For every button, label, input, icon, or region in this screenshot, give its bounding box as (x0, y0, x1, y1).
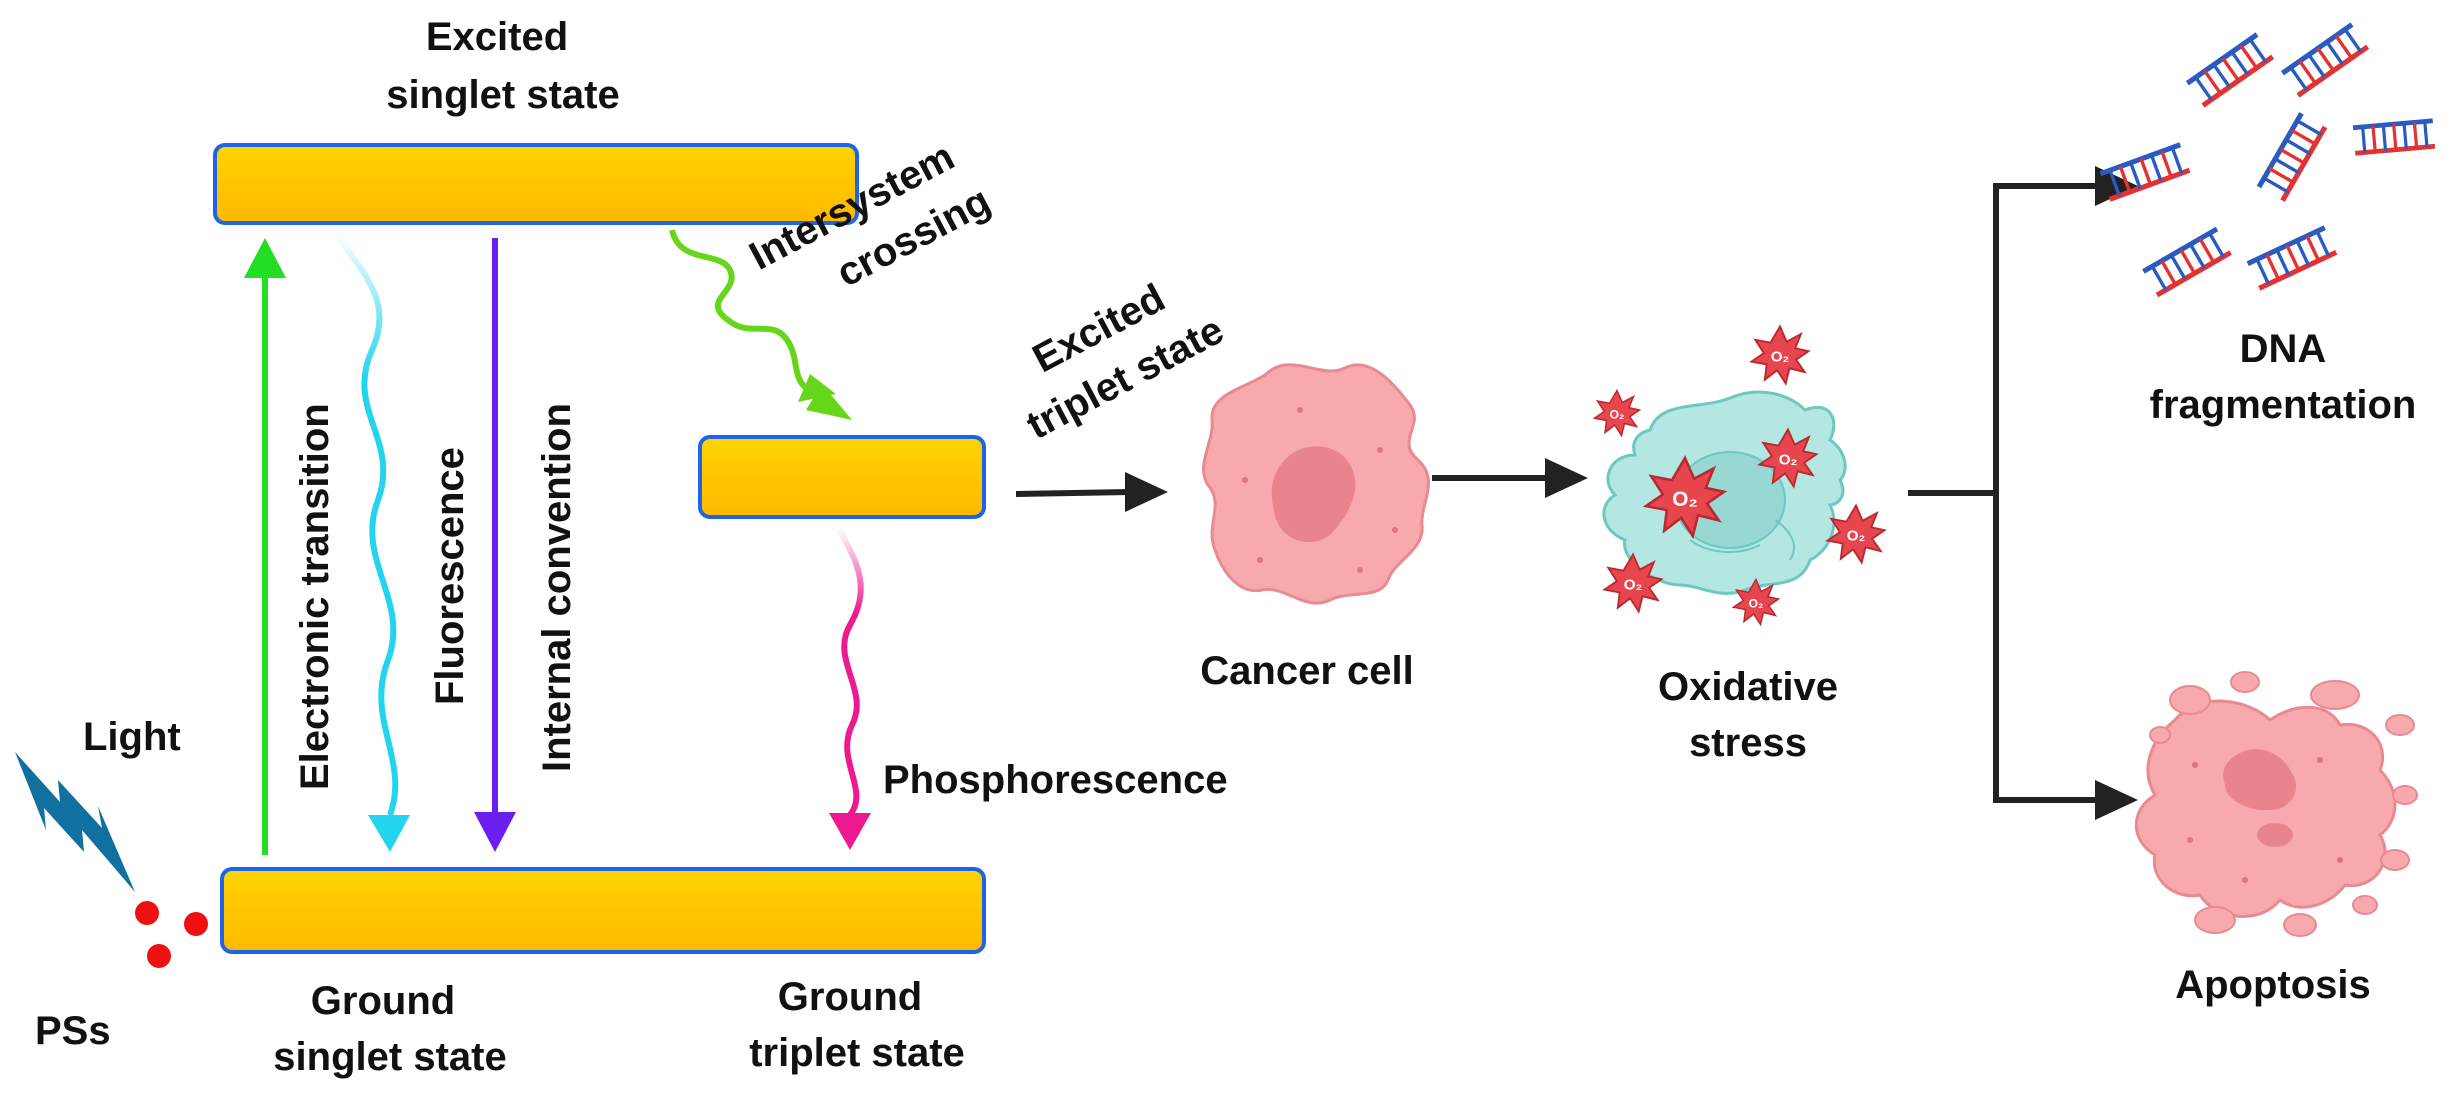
apoptotic-cell-icon (2134, 671, 2418, 937)
ground-singlet-label-line1: Ground (311, 979, 455, 1023)
pss-label: PSs (35, 1009, 111, 1053)
photosensitizer-dots (135, 901, 208, 968)
electronic-transition-label: Electronic transition (293, 403, 337, 790)
cancer-cell-label: Cancer cell (1200, 649, 1413, 693)
electronic-transition-arrow (244, 238, 286, 855)
ground-triplet-label-line1: Ground (778, 975, 922, 1019)
light-label: Light (83, 715, 181, 759)
apoptosis-label: Apoptosis (2175, 963, 2371, 1007)
ground-triplet-label-line2: triplet state (749, 1031, 965, 1075)
intersystem-crossing-arrow (669, 229, 852, 420)
excited-singlet-label-line1: Excited (426, 15, 568, 59)
oxidative-stress-label-line2: stress (1689, 721, 1807, 765)
lightning-icon (15, 752, 135, 892)
oxidative-stress-label-line1: Oxidative (1658, 665, 1838, 709)
dna-label-line1: DNA (2240, 327, 2327, 371)
fluorescence-label: Fluorescence (428, 447, 472, 705)
dna-fragment-icon (2100, 24, 2435, 295)
excited-singlet-label-line2: singlet state (386, 73, 619, 117)
cancer-cell-icon (1202, 363, 1430, 605)
dna-label-line2: fragmentation (2150, 383, 2417, 427)
ground-singlet-label-line2: singlet state (273, 1035, 506, 1079)
phosphorescence-label: Phosphorescence (883, 758, 1228, 802)
arrow-to-cancer-cell (1015, 472, 1168, 512)
arrow-to-oxidative-stress (1432, 458, 1588, 498)
internal-convention-arrow (474, 238, 516, 852)
internal-convention-label: Internal convention (535, 403, 579, 772)
excited-triplet-level (698, 435, 986, 519)
ground-singlet-level (220, 867, 986, 954)
phosphorescence-arrow (829, 526, 871, 850)
excited-singlet-level (213, 143, 859, 225)
branch-arrows (1908, 166, 2138, 820)
fluorescence-arrow (332, 230, 410, 852)
